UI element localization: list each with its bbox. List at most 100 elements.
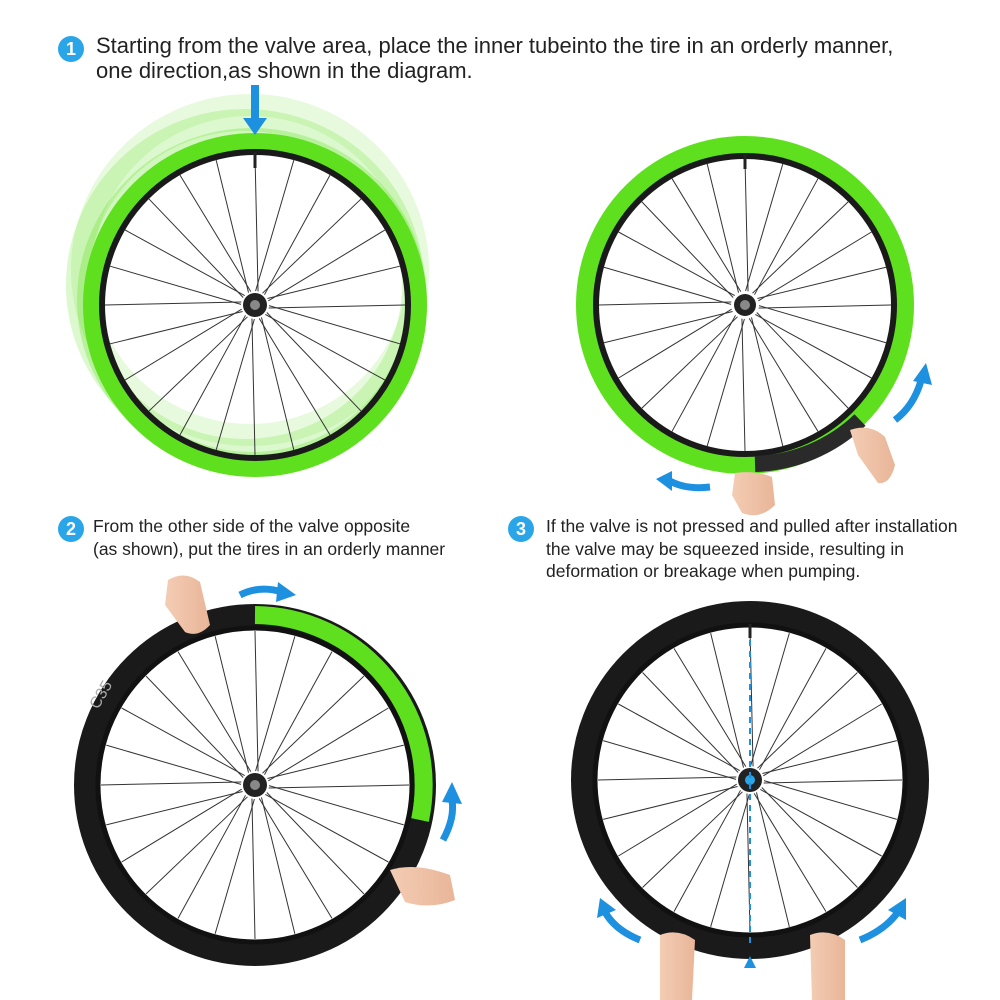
- spoke: [255, 636, 296, 772]
- spoke: [763, 779, 903, 784]
- spoke: [106, 791, 243, 826]
- spoke: [758, 231, 872, 302]
- spoke: [261, 317, 295, 451]
- spoke: [255, 159, 295, 292]
- spoke: [758, 304, 892, 309]
- spoke: [752, 201, 849, 294]
- spoke: [751, 317, 784, 447]
- spoke: [145, 796, 248, 895]
- spoke: [264, 174, 331, 295]
- wheel-illustration-step-2: C35: [74, 575, 462, 966]
- step-3-text: If the valve is not pressed and pulled a…: [546, 515, 958, 583]
- spoke: [121, 788, 242, 863]
- spoke: [762, 740, 897, 774]
- spoke: [267, 265, 401, 299]
- spoke: [755, 314, 872, 379]
- spoke: [265, 794, 389, 863]
- step-1-number: 1: [65, 38, 76, 59]
- curved-arrow-up-icon: [892, 376, 926, 423]
- spoke: [109, 311, 243, 345]
- step-1-text: Starting from the valve area, place the …: [96, 33, 893, 83]
- spoke: [744, 158, 749, 292]
- spoke: [100, 781, 242, 786]
- step-2-text: From the other side of the valve opposit…: [93, 515, 445, 560]
- curved-arrow-right-icon: [238, 585, 284, 599]
- spoke: [268, 305, 401, 345]
- spoke: [268, 785, 404, 826]
- spoke: [268, 229, 386, 302]
- spoke: [618, 231, 735, 296]
- hand-icon: [810, 932, 845, 1000]
- spoke: [258, 798, 333, 919]
- spoke: [148, 316, 248, 412]
- spoke: [109, 265, 242, 305]
- step-3-line-3: deformation or breakage when pumping.: [546, 561, 861, 581]
- spoke: [264, 651, 333, 775]
- spoke: [603, 311, 733, 344]
- spoke: [214, 798, 255, 934]
- spoke: [758, 305, 887, 344]
- wheel-illustration-step-3: [571, 601, 929, 1000]
- spoke: [754, 178, 819, 295]
- step-3-line-1: If the valve is not pressed and pulled a…: [546, 516, 958, 536]
- spoke: [603, 786, 738, 820]
- spoke: [748, 318, 819, 432]
- spoke: [597, 776, 737, 781]
- spoke: [603, 740, 737, 780]
- step-1-line-1: Starting from the valve area, place the …: [96, 33, 894, 58]
- spoke: [261, 797, 296, 934]
- hand-icon: [850, 427, 895, 484]
- spoke: [251, 318, 256, 456]
- spoke: [706, 318, 745, 447]
- spoke: [258, 318, 331, 436]
- spoke: [254, 630, 259, 772]
- spoke: [598, 301, 732, 306]
- spoke: [759, 648, 827, 770]
- spoke: [215, 159, 249, 293]
- spoke: [265, 314, 386, 381]
- spoke: [756, 792, 790, 927]
- spoke: [266, 312, 362, 412]
- spoke: [179, 315, 246, 436]
- spoke: [145, 675, 244, 778]
- spoke: [750, 633, 790, 767]
- spoke: [641, 201, 734, 298]
- spoke: [710, 793, 750, 927]
- step-2-line-1: From the other side of the valve opposit…: [93, 516, 411, 536]
- spoke: [124, 229, 245, 296]
- step-2-line-2: (as shown), put the tires in an orderly …: [93, 538, 446, 559]
- hand-icon: [390, 866, 455, 906]
- curved-arrow-up-icon: [439, 799, 457, 842]
- spoke: [251, 798, 256, 940]
- spoke: [268, 707, 389, 782]
- spoke: [267, 744, 404, 779]
- hand-icon: [732, 472, 775, 516]
- step-1-line-2: one direction,as shown in the diagram.: [96, 58, 473, 83]
- curved-arrow-up-right-icon: [858, 909, 901, 944]
- hand-icon: [165, 575, 210, 634]
- spoke: [641, 316, 738, 409]
- curved-arrow-up-left-icon: [601, 910, 642, 944]
- step-3-badge: 3: [508, 516, 534, 542]
- spoke: [254, 154, 259, 292]
- spoke: [262, 198, 362, 294]
- spoke: [262, 675, 365, 774]
- spoke: [215, 318, 255, 451]
- step-2-badge: 2: [58, 516, 84, 542]
- step-3-line-2: the valve may be squeezed inside, result…: [546, 538, 904, 559]
- spoke: [673, 790, 741, 912]
- spoke: [106, 744, 242, 785]
- spoke: [104, 301, 242, 306]
- spoke: [177, 651, 252, 772]
- spoke: [745, 163, 784, 292]
- spoke: [706, 163, 739, 293]
- spoke: [618, 703, 740, 771]
- hand-icon: [660, 932, 695, 1000]
- spoke: [673, 648, 747, 767]
- spoke: [603, 266, 732, 305]
- spoke: [763, 703, 882, 777]
- spoke: [214, 636, 249, 773]
- step-2-number: 2: [65, 518, 76, 539]
- spoke: [642, 791, 743, 888]
- spoke: [671, 315, 736, 432]
